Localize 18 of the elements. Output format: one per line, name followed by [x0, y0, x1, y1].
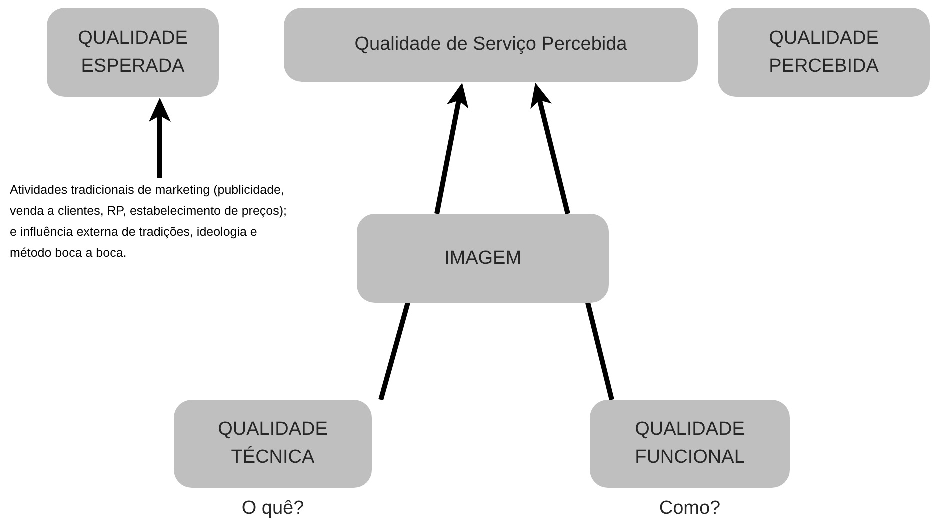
caption-text: O quê? [240, 497, 306, 521]
box-label: QUALIDADE TÉCNICA [217, 418, 329, 470]
rounded-box [47, 8, 219, 97]
rounded-box [284, 8, 698, 82]
arrow [149, 98, 171, 178]
note-text: Atividades tradicionais de marketing (publicidade, venda a clientes, RP, estabelecimento de preços); e influência externa de tradições, ideologia e método boca a boca. [10, 182, 288, 262]
rounded-box [718, 8, 930, 97]
box-label: IMAGEM [444, 246, 522, 270]
rounded-box [357, 214, 609, 303]
box-label: QUALIDADE PERCEBIDA [768, 26, 880, 78]
box-label: QUALIDADE ESPERADA [77, 26, 189, 78]
arrow [530, 83, 570, 215]
arrow [434, 83, 469, 214]
box-label: QUALIDADE FUNCIONAL [634, 418, 746, 470]
caption-text: Como? [658, 497, 722, 521]
box-label: Qualidade de Serviço Percebida [354, 33, 628, 57]
rounded-box [174, 400, 372, 488]
rounded-box [590, 400, 790, 488]
